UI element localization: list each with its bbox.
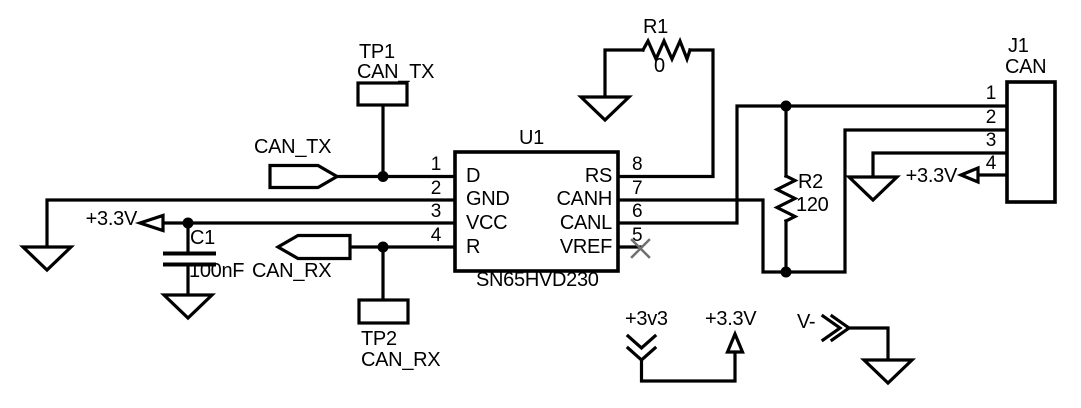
resistor-r2 <box>773 104 799 274</box>
power-arrow-icon <box>956 165 980 185</box>
wire-canl-to-j1-pin1 <box>616 104 1009 225</box>
u1-pin-number-5: 5 <box>632 225 643 246</box>
j1-body <box>1005 80 1057 204</box>
u1-body <box>453 150 620 273</box>
ground-icon <box>19 245 75 273</box>
can-tx-flag-label: CAN_TX <box>254 136 332 158</box>
u1-pin-name-canh: CANH <box>556 188 613 210</box>
tp2-net-label: CAN_RX <box>361 349 441 371</box>
no-connect-icon <box>630 238 651 259</box>
u1-pin-number-6: 6 <box>632 201 643 222</box>
wire-3v3-bridge <box>639 350 737 383</box>
testpoint-tp2-pad <box>357 298 410 325</box>
u1-pin-number-3: 3 <box>430 201 442 222</box>
r2-ref: R2 <box>798 171 823 193</box>
global-label-chevron-right-icon <box>820 313 852 343</box>
u1-pin-name-d: D <box>466 165 481 187</box>
j1-pin-number-2: 2 <box>985 107 997 128</box>
power-label-3v3-j1: +3.3V <box>905 165 958 187</box>
r2-value: 120 <box>796 194 829 216</box>
can-rx-flag-label: CAN_RX <box>252 260 332 282</box>
wire-j1-pin3-to-gnd <box>871 151 1009 178</box>
wire-r1-to-gnd <box>603 48 645 98</box>
global-label-3v3: +3v3 <box>625 308 668 330</box>
resistor-r1 <box>640 36 693 64</box>
u1-pin-number-2: 2 <box>430 178 442 199</box>
j1-value: CAN <box>1005 56 1047 78</box>
global-label-chevron-down-icon <box>625 333 658 363</box>
u1-pin-number-1: 1 <box>430 154 442 175</box>
u1-ref: U1 <box>519 127 544 149</box>
wire-rs-to-r1 <box>616 48 715 179</box>
power-label-3v3-left: +3.3V <box>85 208 138 230</box>
power-arrow-icon <box>134 213 165 233</box>
junction-dot <box>182 100 792 278</box>
r1-ref: R1 <box>643 16 668 38</box>
tp1-ref: TP1 <box>359 41 395 63</box>
u1-pin-number-4: 4 <box>430 225 442 246</box>
ground-icon <box>577 95 633 123</box>
power-arrow-up-icon <box>725 329 745 354</box>
u1-pin-name-vcc: VCC <box>466 212 508 234</box>
net-flag-can-tx <box>268 163 341 190</box>
wire-canh-to-j1-pin2 <box>616 128 1009 274</box>
u1-pin-name-rs: RS <box>584 165 612 187</box>
u1-pin-name-r: R <box>466 236 481 258</box>
u1-pin-name-canl: CANL <box>559 212 612 234</box>
tp1-net-label: CAN_TX <box>357 61 435 83</box>
j1-pin-number-4: 4 <box>985 153 997 174</box>
ground-icon <box>860 358 916 386</box>
j1-ref: J1 <box>1008 35 1029 57</box>
j1-pin-number-3: 3 <box>985 130 997 151</box>
j1-pin-number-1: 1 <box>985 83 997 104</box>
testpoint-tp1-pad <box>356 81 409 107</box>
net-flag-can-rx <box>274 233 352 261</box>
wire-gnd-run <box>45 198 457 248</box>
c1-value: 100nF <box>189 260 245 282</box>
u1-pin-number-7: 7 <box>632 178 643 199</box>
c1-ref: C1 <box>190 227 215 249</box>
u1-pin-number-8: 8 <box>632 154 643 175</box>
ground-icon <box>160 293 216 321</box>
u1-pin-name-gnd: GND <box>466 188 510 210</box>
power-label-3v3-bottom: +3.3V <box>705 308 757 330</box>
tp2-ref: TP2 <box>361 328 397 350</box>
global-label-v-minus: V- <box>797 311 816 333</box>
wire-vminus-to-gnd <box>847 326 890 361</box>
u1-part-number: SN65HVD230 <box>476 269 599 291</box>
ground-icon <box>845 175 901 203</box>
u1-pin-name-vref: VREF <box>559 236 612 258</box>
r1-value: 0 <box>654 55 665 77</box>
